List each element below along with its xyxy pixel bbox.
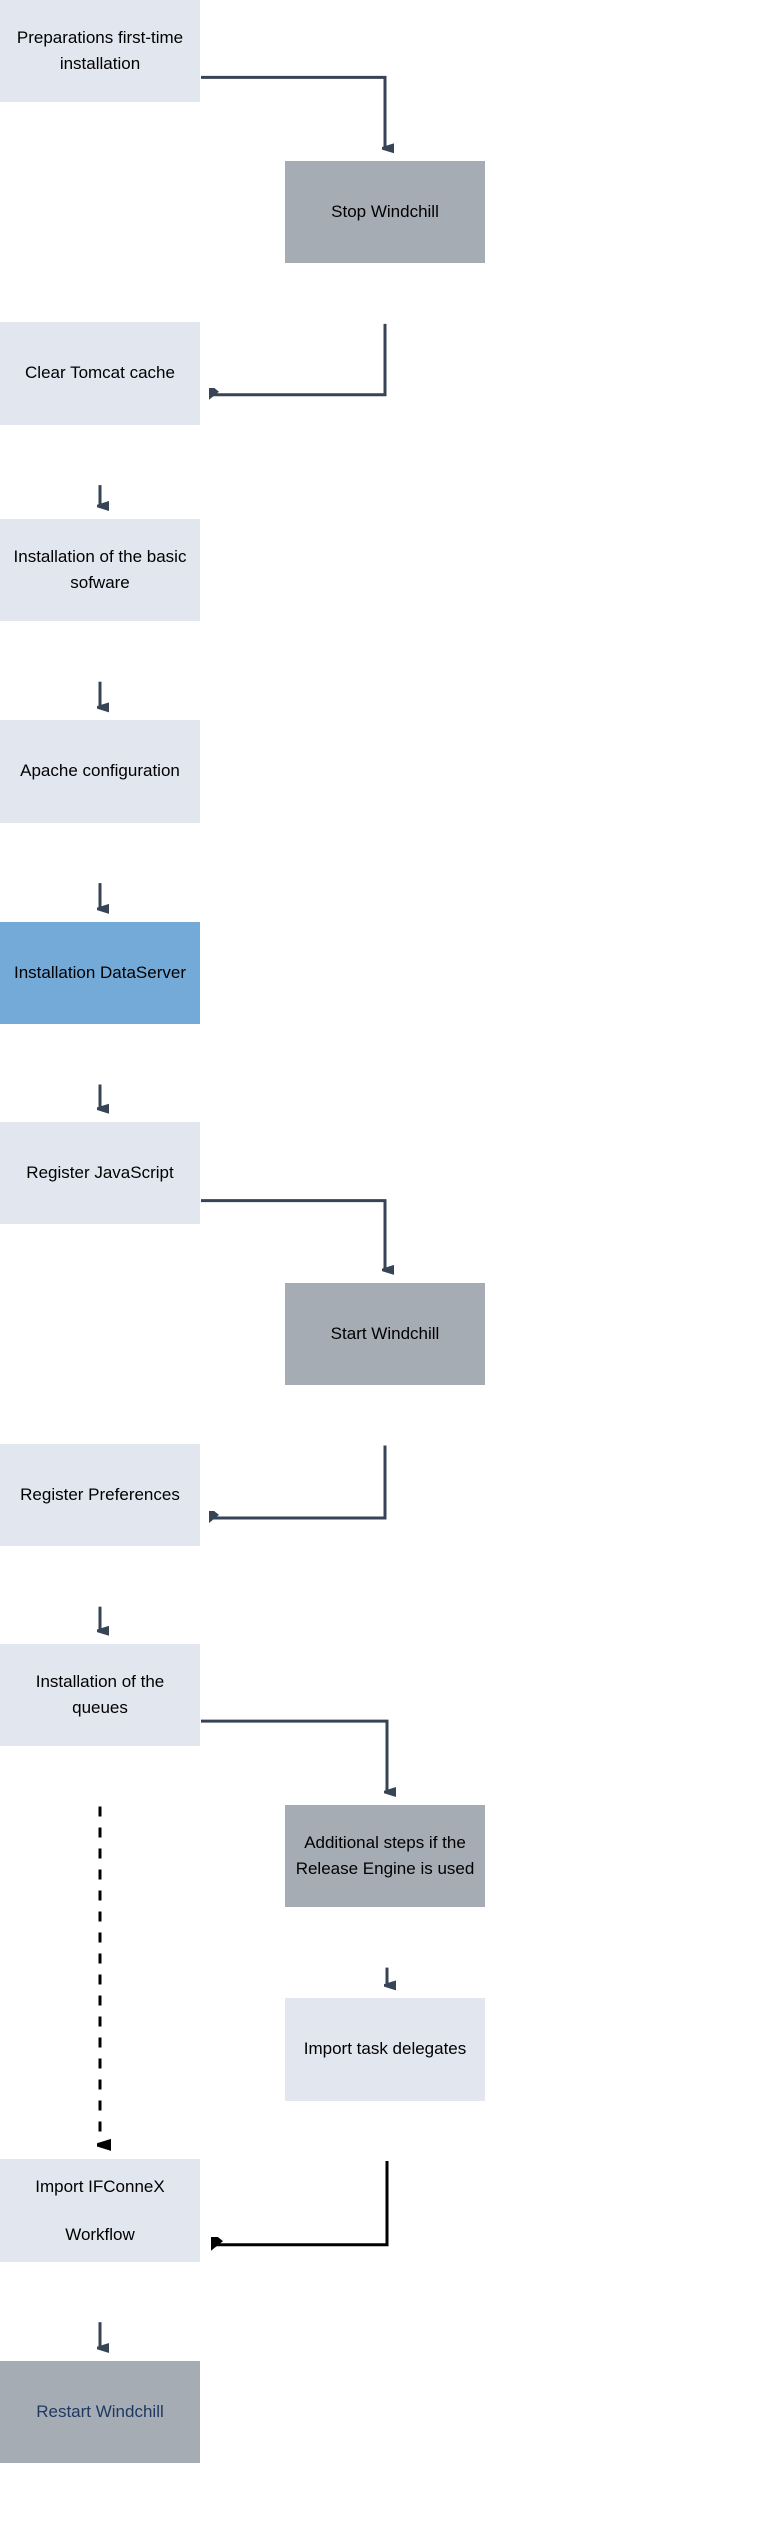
node-label-line: Import IFConneX bbox=[35, 2176, 165, 2196]
edge-stop-windchill-to-clear-tomcat-cache bbox=[210, 323, 387, 395]
node-additional-steps-release-engine[interactable]: Additional steps if the Release Engine i… bbox=[285, 1804, 485, 1908]
node-start-windchill[interactable]: Start Windchill bbox=[285, 1282, 485, 1386]
edge-register-javascript-to-start-windchill bbox=[201, 1199, 385, 1270]
node-label-line: Release Engine is used bbox=[295, 1859, 475, 1879]
node-label-line: Installation DataServer bbox=[14, 962, 186, 982]
node-import-ifconnex-workflow[interactable]: Import IFConneX Workflow bbox=[0, 2159, 200, 2262]
edge-import-task-delegates-to-import-ifconnex bbox=[212, 2161, 389, 2245]
node-restart-windchill[interactable]: Restart Windchill bbox=[0, 2360, 200, 2464]
node-preparations-first-time-installation[interactable]: Preparations first-time installation bbox=[0, 0, 200, 103]
node-import-task-delegates[interactable]: Import task delegates bbox=[285, 1998, 485, 2101]
node-installation-dataserver[interactable]: Installation DataServer bbox=[0, 921, 200, 1025]
node-label-line: Stop Windchill bbox=[331, 202, 439, 222]
node-label-line: Clear Tomcat cache bbox=[25, 363, 175, 383]
node-label-line: Register JavaScript bbox=[26, 1162, 174, 1182]
node-installation-of-the-queues[interactable]: Installation of the queues bbox=[0, 1643, 200, 1747]
node-label-line: Import task delegates bbox=[303, 2039, 467, 2059]
node-label-line: Restart Windchill bbox=[36, 2402, 164, 2421]
node-register-javascript[interactable]: Register JavaScript bbox=[0, 1121, 200, 1224]
edge-start-windchill-to-register-preferences bbox=[210, 1445, 387, 1519]
node-label-line: installation bbox=[59, 54, 141, 74]
node-label-line: Apache configuration bbox=[20, 761, 180, 781]
node-label-line: Preparations first-time bbox=[16, 28, 184, 48]
node-register-preferences[interactable]: Register Preferences bbox=[0, 1443, 200, 1547]
node-label-line: Installation of the basic bbox=[13, 547, 187, 567]
node-apache-configuration[interactable]: Apache configuration bbox=[0, 720, 200, 823]
edge-prep-to-stop-windchill bbox=[201, 75, 385, 148]
node-label-line: Additional steps if the bbox=[304, 1833, 466, 1853]
node-label-line: Installation of the queues bbox=[35, 1671, 165, 1717]
node-label-line: Register Preferences bbox=[20, 1485, 180, 1505]
node-label-line: Start Windchill bbox=[330, 1323, 440, 1343]
node-installation-basic-software[interactable]: Installation of the basic sofware bbox=[0, 518, 200, 622]
node-clear-tomcat-cache[interactable]: Clear Tomcat cache bbox=[0, 322, 200, 425]
node-stop-windchill[interactable]: Stop Windchill bbox=[285, 161, 485, 264]
node-label-line: sofware bbox=[70, 573, 130, 593]
node-label-line: Workflow bbox=[65, 2224, 135, 2244]
edge-queues-to-release-engine bbox=[201, 1719, 387, 1792]
